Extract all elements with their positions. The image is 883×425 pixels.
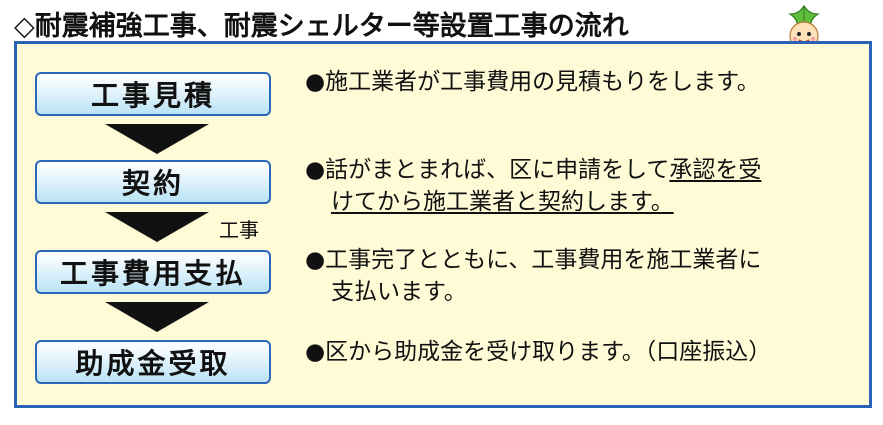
description-line: けてから施工業者と契約します。 [305, 186, 865, 218]
page-title: ◇耐震補強工事、耐震シェルター等設置工事の流れ [14, 11, 629, 42]
description-text: ●話がまとまれば、区に申請をして [305, 157, 670, 183]
flow-frame: 工事見積 契約 工事 工事費用支払 助成金受取 ●施工業者が工事費用の見積もりを… [14, 41, 872, 408]
description-underlined-text: けてから施工業者と契約します。 [331, 189, 674, 215]
description-line: ●話がまとまれば、区に申請をして承認を受 [305, 154, 865, 186]
step-label: 工事費用支払 [59, 257, 246, 290]
step-label: 工事見積 [90, 79, 215, 112]
down-arrow-3 [105, 302, 209, 332]
description-line: ●工事完了とともに、工事費用を施工業者に [305, 247, 762, 273]
down-arrow-2 [105, 212, 209, 242]
description-line: ●施工業者が工事費用の見積もりをします。 [305, 69, 760, 95]
description-estimate: ●施工業者が工事費用の見積もりをします。 [305, 66, 865, 98]
arrow-note-construction: 工事 [219, 218, 259, 242]
description-line: 支払います。 [331, 279, 467, 305]
step-subsidy-box: 助成金受取 [35, 340, 271, 384]
description-subsidy: ●区から助成金を受け取ります。（口座振込） [305, 336, 865, 368]
step-label: 助成金受取 [75, 347, 231, 380]
step-estimate-box: 工事見積 [35, 72, 271, 116]
description-contract: ●話がまとまれば、区に申請をして承認を受 けてから施工業者と契約します。 [305, 154, 865, 218]
step-payment-box: 工事費用支払 [35, 250, 271, 294]
down-arrow-1 [105, 124, 209, 154]
description-underlined-text: 承認を受 [669, 157, 762, 183]
description-line: ●区から助成金を受け取ります。（口座振込） [305, 339, 772, 365]
step-contract-box: 契約 [35, 160, 271, 204]
description-payment: ●工事完了とともに、工事費用を施工業者に 支払います。 [305, 244, 865, 308]
step-label: 契約 [121, 167, 184, 200]
